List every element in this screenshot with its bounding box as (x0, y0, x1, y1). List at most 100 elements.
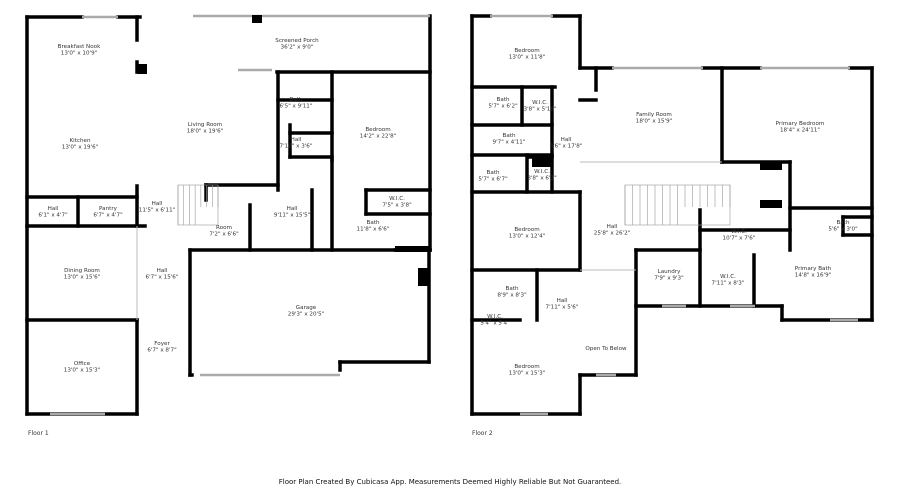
staircase (177, 184, 219, 226)
room-dimensions: 6'5" x 9'11" (280, 104, 313, 110)
room-name: W.I.C. (731, 229, 747, 235)
room-dimensions: 7'2" x 6'6" (209, 232, 239, 238)
disclaimer-footer: Floor Plan Created By Cubicasa App. Meas… (279, 478, 622, 486)
room-name: Hall (152, 201, 163, 207)
room-name: Open To Below (585, 346, 627, 352)
column-block (760, 200, 782, 208)
room-label: W.I.C.7'5" x 3'8" (382, 196, 412, 209)
room-label: Open To Below (585, 346, 627, 352)
room-name: Bath (496, 97, 509, 103)
room-name: Room (216, 225, 232, 231)
room-name: Bedroom (514, 227, 539, 233)
room-dimensions: 9'7" x 4'11" (493, 140, 526, 146)
floor-2-label: Floor 2 (472, 430, 493, 437)
room-name: W.I.C. (534, 169, 550, 175)
room-dimensions: 13'0" x 19'6" (62, 145, 99, 151)
room-dimensions: 18'0" x 19'6" (187, 129, 224, 135)
room-name: Bath (836, 220, 849, 226)
room-label: W.I.C.5'4" x 5'4" (480, 314, 510, 327)
room-name: Foyer (154, 341, 170, 347)
room-name: Pantry (99, 206, 118, 212)
room-dimensions: 7'9" x 9'3" (654, 276, 684, 282)
room-dimensions: 13'0" x 10'9" (61, 51, 98, 57)
column-block (532, 155, 552, 167)
room-dimensions: 13'0" x 12'4" (509, 234, 546, 240)
room-name: Bath (289, 97, 302, 103)
room-name: Office (74, 361, 91, 367)
room-name: Hall (557, 298, 568, 304)
room-name: W.I.C. (532, 100, 548, 106)
room-name: Hall (561, 137, 572, 143)
room-name: Primary Bath (795, 266, 832, 272)
room-name: Garage (296, 305, 317, 311)
room-name: Kitchen (69, 138, 90, 144)
room-dimensions: 13'0" x 15'3" (509, 371, 546, 377)
staircase (624, 184, 731, 226)
room-name: Hall (48, 206, 59, 212)
room-dimensions: 9'11" x 15'5" (274, 213, 311, 219)
column-block (252, 15, 262, 23)
room-dimensions: 10'7" x 7'6" (723, 236, 756, 242)
room-name: Family Room (636, 112, 672, 118)
room-dimensions: 11'5" x 6'11" (139, 208, 176, 214)
room-dimensions: 11'8" x 6'6" (357, 227, 390, 233)
room-label: W.I.C.3'8" x 5'10" (524, 100, 557, 113)
room-name: W.I.C. (720, 274, 736, 280)
column-block (418, 268, 428, 286)
column-block (760, 162, 782, 170)
room-name: Screened Porch (275, 38, 319, 44)
room-dimensions: 18'4" x 24'11" (780, 128, 820, 134)
column-block (395, 246, 430, 252)
room-dimensions: 7'11" x 8'3" (712, 281, 745, 287)
room-name: Bath (366, 220, 379, 226)
room-dimensions: 7'5" x 3'8" (382, 203, 412, 209)
room-dimensions: 3'6" x 17'8" (550, 144, 583, 150)
room-dimensions: 7'11" x 5'6" (546, 305, 579, 311)
room-name: Bedroom (365, 127, 390, 133)
room-name: Bath (486, 170, 499, 176)
room-dimensions: 6'1" x 4'7" (38, 213, 68, 219)
column-block (137, 64, 147, 74)
room-dimensions: 3'8" x 5'10" (524, 107, 557, 113)
room-name: Living Room (188, 122, 222, 128)
room-dimensions: 29'3" x 20'5" (288, 312, 325, 318)
room-name: W.I.C. (487, 314, 503, 320)
room-dimensions: 3'8" x 6'3" (527, 176, 557, 182)
room-dimensions: 18'0" x 15'9" (636, 119, 673, 125)
room-name: Hall (287, 206, 298, 212)
room-name: Breakfast Nook (58, 44, 101, 50)
walls (25, 14, 874, 416)
room-dimensions: 14'2" x 22'8" (360, 134, 397, 140)
room-dimensions: 5'4" x 5'4" (480, 321, 510, 327)
room-name: Hall (607, 224, 618, 230)
room-dimensions: 14'8" x 16'9" (795, 273, 832, 279)
room-dimensions: 13'0" x 11'8" (509, 55, 546, 61)
